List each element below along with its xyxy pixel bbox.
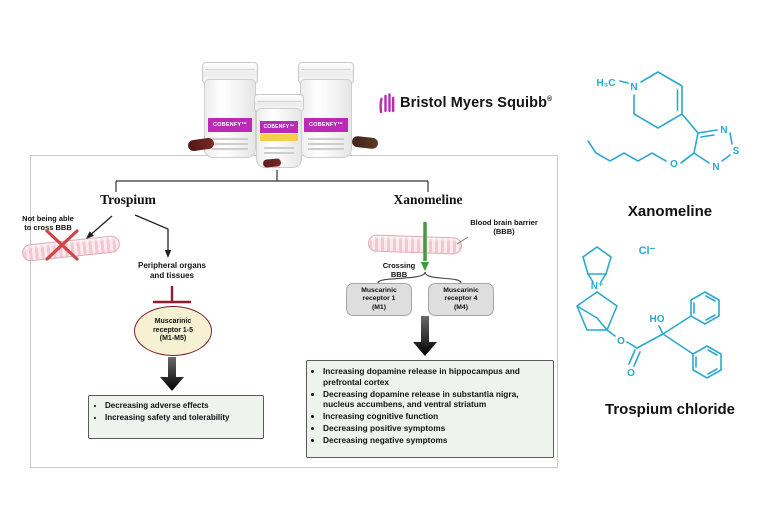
capsule-right xyxy=(351,135,379,150)
outcome-item: Increasing dopamine release in hippocamp… xyxy=(323,366,549,388)
label-text-line xyxy=(308,138,344,140)
atom-o-carbonyl: O xyxy=(627,368,635,379)
atom-h3c: H₃C xyxy=(596,78,615,89)
bottle-body: COBENFY™ xyxy=(300,79,352,158)
label-text-line xyxy=(308,148,344,150)
xanomeline-outcomes-box: Increasing dopamine release in hippocamp… xyxy=(306,360,554,458)
crossing-bbb-label: Crossing BBB xyxy=(382,261,416,280)
atom-ho: HO xyxy=(650,314,665,325)
muscarinic-receptor-m1-box: Muscarinic receptor 1 (M1) xyxy=(346,283,412,316)
bms-logo: Bristol Myers Squibb® xyxy=(378,92,552,114)
outcome-list: Decreasing adverse effectsIncreasing saf… xyxy=(89,396,263,429)
muscarinic-receptor-m1-m5-oval: Muscarinic receptor 1-5 (M1-M5) xyxy=(134,306,212,356)
bms-logo-text: Bristol Myers Squibb® xyxy=(400,95,552,111)
atom-n-ring: N xyxy=(630,82,637,93)
outcome-item: Decreasing dopamine release in substanti… xyxy=(323,389,549,411)
trospium-structure-label: Trospium chloride xyxy=(604,401,736,418)
bottle-label-band: COBENFY™ xyxy=(208,118,252,132)
blood-brain-barrier-label: Blood brain barrier (BBB) xyxy=(470,218,538,237)
label-text-line xyxy=(308,143,344,145)
xanomeline-structure: H₃C N N S N O xyxy=(587,71,740,173)
atom-s: S xyxy=(733,146,740,157)
atom-n-plus: N⁺ xyxy=(591,281,604,292)
trospium-bonds xyxy=(576,246,722,379)
registered-mark: ® xyxy=(547,96,553,104)
trospium-branch-title: Trospium xyxy=(100,192,156,207)
bottle-label-yellow-band xyxy=(260,134,298,141)
label-text-line xyxy=(212,138,248,140)
outcome-item: Decreasing negative symptoms xyxy=(323,435,549,446)
outcome-item: Increasing cognitive function xyxy=(323,411,549,422)
label-text-line xyxy=(264,147,294,149)
bottle-label: COBENFY™ xyxy=(309,122,343,128)
no-cross-bbb-note: Not being able to cross BBB xyxy=(22,214,74,233)
chloride-counter-ion: Cl⁻ xyxy=(639,245,656,257)
pill-bottle-right: COBENFY™ xyxy=(298,62,354,158)
bottle-label-band: COBENFY™ xyxy=(304,118,348,132)
label-text-line xyxy=(264,152,294,154)
label-text-line xyxy=(212,148,248,150)
atom-o: O xyxy=(670,159,678,170)
outcome-item: Decreasing adverse effects xyxy=(105,401,259,412)
bottle-label-band: COBENFY™ xyxy=(260,121,298,133)
outcome-item: Increasing safety and tolerability xyxy=(105,413,259,424)
bms-hand-icon xyxy=(379,93,395,114)
bottle-label: COBENFY™ xyxy=(213,122,247,128)
bottle-label: COBENFY™ xyxy=(263,124,295,130)
xanomeline-branch-title: Xanomeline xyxy=(393,192,463,207)
brand-name: Bristol Myers Squibb xyxy=(400,95,548,111)
trospium-outcomes-box: Decreasing adverse effectsIncreasing saf… xyxy=(88,395,264,439)
pill-bottle-left: COBENFY™ xyxy=(202,62,258,158)
trospium-atom-labels: Cl⁻ N⁺ O O HO xyxy=(591,245,665,379)
bbb-barrier-right xyxy=(367,234,463,255)
atom-n1: N xyxy=(720,125,727,136)
atom-o-ester: O xyxy=(617,336,625,347)
xanomeline-atom-labels: H₃C N N S N O xyxy=(596,78,739,173)
label-text-line xyxy=(212,143,248,145)
bottle-body: COBENFY™ xyxy=(256,108,302,168)
outcome-list: Increasing dopamine release in hippocamp… xyxy=(307,361,553,450)
xanomeline-structure-label: Xanomeline xyxy=(627,203,713,220)
pill-bottle-center: COBENFY™ xyxy=(254,94,304,168)
atom-n2: N xyxy=(712,162,719,173)
xanomeline-bonds xyxy=(587,71,733,164)
peripheral-organs-label: Peripheral organs and tissues xyxy=(137,261,207,281)
trospium-structure: Cl⁻ N⁺ O O HO xyxy=(576,245,722,379)
outcome-item: Decreasing positive symptoms xyxy=(323,423,549,434)
muscarinic-receptor-m4-box: Muscarinic receptor 4 (M4) xyxy=(428,283,494,316)
